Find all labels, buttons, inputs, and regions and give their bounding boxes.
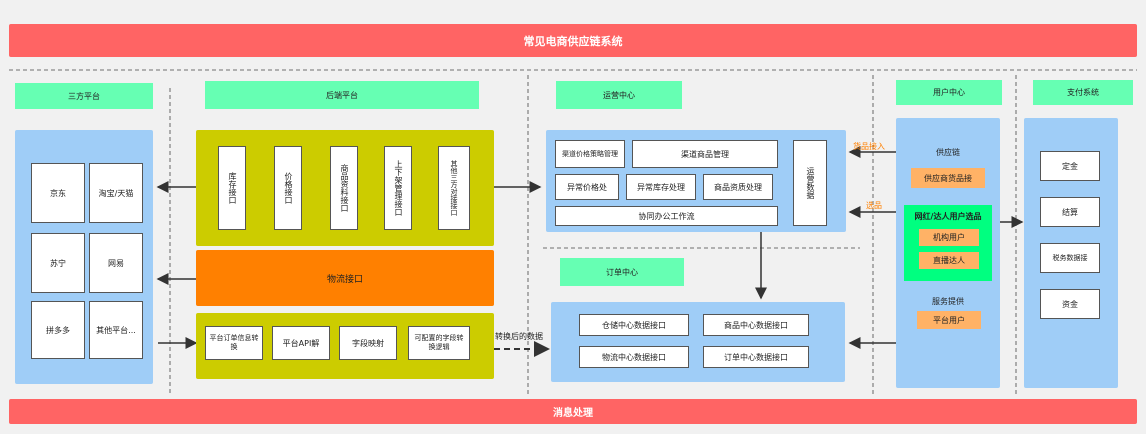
user-agency-label: 机构用户 — [933, 233, 965, 242]
interface-inventory: 库存接口 — [218, 146, 246, 230]
converted-data-label: 转换后的数据 — [495, 332, 543, 341]
user-influencer-label: 网红/达人用户选品 — [914, 212, 982, 221]
pipeline-order-conversion: 平台订单信息转换 — [205, 326, 263, 360]
platform-jd: 京东 — [31, 163, 85, 223]
title-banner: 常见电商供应链系统 — [9, 24, 1137, 57]
interface-listing: 上下架管理接口 — [384, 146, 412, 230]
pipeline-api-parse: 平台API解 — [272, 326, 330, 360]
user-agency: 机构用户 — [919, 229, 979, 246]
header-operations-label: 运营中心 — [603, 90, 635, 100]
label-goods-access: 货品接入 — [853, 142, 885, 151]
label-select: 选品 — [866, 201, 882, 210]
platform-suning-label: 苏宁 — [50, 258, 66, 268]
order-goods-interface: 商品中心数据接口 — [703, 314, 809, 336]
diagram-title: 常见电商供应链系统 — [523, 34, 623, 48]
interface-goods-info: 商品资料接口 — [330, 146, 358, 230]
header-third-party-label: 三方平台 — [68, 91, 100, 101]
header-payment: 支付系统 — [1033, 80, 1133, 105]
ops-channel-goods: 渠道商品管理 — [632, 140, 778, 168]
order-warehouse-interface-label: 仓储中心数据接口 — [602, 320, 666, 330]
payment-funds: 资金 — [1040, 289, 1100, 319]
header-order-center: 订单中心 — [560, 258, 684, 286]
order-order-interface-label: 订单中心数据接口 — [724, 352, 788, 362]
interface-inventory-label: 库存接口 — [228, 172, 237, 204]
ops-channel-goods-label: 渠道商品管理 — [681, 149, 729, 159]
order-goods-interface-label: 商品中心数据接口 — [724, 320, 788, 330]
interface-goods-info-label: 商品资料接口 — [340, 164, 349, 212]
platform-pinduoduo: 拼多多 — [31, 301, 85, 359]
header-third-party: 三方平台 — [15, 83, 153, 109]
interface-price-label: 价格接口 — [284, 172, 293, 204]
header-user-center: 用户中心 — [896, 80, 1002, 105]
platform-netease: 网易 — [89, 233, 143, 293]
platform-jd-label: 京东 — [50, 188, 66, 198]
header-operations: 运营中心 — [556, 81, 682, 109]
user-live-streamer: 直播达人 — [919, 252, 979, 269]
payment-funds-label: 资金 — [1062, 299, 1078, 309]
ops-stock-exception: 异常库存处理 — [626, 174, 696, 200]
header-payment-label: 支付系统 — [1067, 88, 1099, 97]
platform-netease-label: 网易 — [108, 258, 124, 268]
order-order-interface: 订单中心数据接口 — [703, 346, 809, 368]
user-supplier-label: 供应商货品接 — [924, 173, 972, 183]
footer-banner: 消息处理 — [9, 399, 1137, 424]
platform-others-label: 其他平台... — [96, 325, 136, 335]
interface-price: 价格接口 — [274, 146, 302, 230]
ops-channel-price: 渠道价格策略管理 — [555, 140, 625, 168]
ops-data: 运营数据 — [793, 140, 827, 226]
order-warehouse-interface: 仓储中心数据接口 — [579, 314, 689, 336]
interface-other-third-party-label: 其他三方对接接口 — [450, 160, 458, 216]
header-backend: 后端平台 — [205, 81, 479, 109]
ops-price-exception-label: 异常价格处 — [567, 182, 607, 192]
logistics-interface: 物流接口 — [196, 250, 494, 306]
user-supplier: 供应商货品接 — [911, 168, 985, 188]
platform-taobao-tmall-label: 淘宝/天猫 — [98, 188, 134, 198]
platform-pinduoduo-label: 拼多多 — [46, 325, 70, 335]
ops-data-label: 运营数据 — [806, 167, 815, 199]
payment-tax-data-label: 税务数据接 — [1052, 254, 1088, 262]
pipeline-field-mapping-label: 字段映射 — [352, 338, 384, 348]
pipeline-configurable-logic-label: 可配置的字段转换逻辑 — [414, 334, 464, 351]
ops-stock-exception-label: 异常库存处理 — [637, 182, 685, 192]
ops-channel-price-label: 渠道价格策略管理 — [562, 149, 618, 158]
ops-collab-workflow: 协同办公工作流 — [555, 206, 778, 226]
platform-suning: 苏宁 — [31, 233, 85, 293]
user-live-streamer-label: 直播达人 — [933, 256, 965, 265]
ops-goods-quality-label: 商品资质处理 — [714, 182, 762, 192]
platform-others: 其他平台... — [89, 301, 143, 359]
logistics-interface-label: 物流接口 — [326, 274, 363, 285]
order-logistics-interface: 物流中心数据接口 — [579, 346, 689, 368]
pipeline-configurable-logic: 可配置的字段转换逻辑 — [408, 326, 470, 360]
platform-taobao-tmall: 淘宝/天猫 — [89, 163, 143, 223]
ops-collab-workflow-label: 协同办公工作流 — [638, 211, 695, 221]
ops-price-exception: 异常价格处 — [555, 174, 619, 200]
payment-settlement-label: 结算 — [1062, 207, 1078, 217]
interface-other-third-party: 其他三方对接接口 — [438, 146, 470, 230]
pipeline-api-parse-label: 平台API解 — [282, 338, 320, 348]
user-service-label: 服务提供 — [932, 297, 964, 306]
header-user-center-label: 用户中心 — [933, 88, 965, 97]
ops-goods-quality: 商品资质处理 — [703, 174, 773, 200]
footer-label: 消息处理 — [553, 408, 593, 419]
payment-deposit-label: 定金 — [1062, 161, 1078, 171]
payment-deposit: 定金 — [1040, 151, 1100, 181]
header-backend-label: 后端平台 — [326, 90, 358, 100]
payment-tax-data: 税务数据接 — [1040, 243, 1100, 273]
pipeline-field-mapping: 字段映射 — [339, 326, 397, 360]
header-order-center-label: 订单中心 — [606, 267, 638, 277]
order-logistics-interface-label: 物流中心数据接口 — [602, 352, 666, 362]
user-platform-user-label: 平台用户 — [933, 315, 965, 325]
user-platform-user: 平台用户 — [917, 311, 981, 329]
payment-settlement: 结算 — [1040, 197, 1100, 227]
interface-listing-label: 上下架管理接口 — [394, 160, 403, 216]
user-supply-chain-label: 供应链 — [936, 148, 960, 157]
pipeline-order-conversion-label: 平台订单信息转换 — [209, 334, 259, 351]
